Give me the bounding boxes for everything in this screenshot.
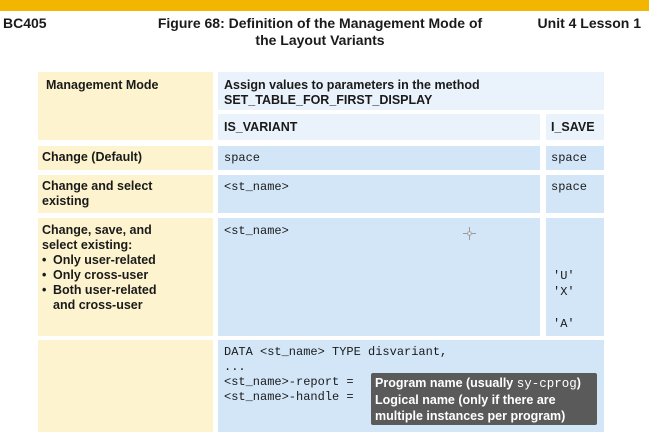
row-change-save-select-mode: Change, save, and select existing: Only … [38, 218, 213, 336]
row-change-default-mode: Change (Default) [38, 146, 213, 170]
figure-title: Figure 68: Definition of the Management … [157, 15, 483, 48]
callout-program-name-text: Program name (usually [375, 376, 517, 390]
code-line-handle: <st_name>-handle = [224, 390, 354, 404]
i-save-header-text: I_SAVE [551, 120, 595, 134]
course-code: BC405 [3, 15, 47, 31]
row-change-select-i-save-value: space [551, 180, 588, 194]
bottom-left-blank [38, 340, 213, 432]
row-change-select-is-variant: <st_name> [218, 175, 540, 213]
crosshair-cursor-icon [463, 227, 476, 240]
unit-lesson: Unit 4 Lesson 1 [537, 15, 641, 31]
row-change-save-select-label: Change, save, and select existing: [42, 223, 152, 252]
row-change-default-i-save-value: space [551, 151, 588, 165]
row-change-select-mode: Change and select existing [38, 175, 213, 213]
bullet-only-user-related: Only user-related [42, 253, 213, 268]
i-save-header: I_SAVE [546, 114, 604, 140]
row-change-select-label: Change and select existing [42, 179, 153, 208]
bullet-both-user-and-cross-user: Both user-related and cross-user [42, 283, 177, 313]
row-change-save-select-i-save: 'U' 'X' 'A' [546, 218, 604, 336]
i-save-value-x: 'X' [553, 285, 575, 299]
bullet-only-cross-user: Only cross-user [42, 268, 213, 283]
row-change-select-is-variant-value: <st_name> [224, 180, 289, 194]
callout-line-program-name: Program name (usually sy-cprog) [375, 375, 593, 392]
code-explanation-callout: Program name (usually sy-cprog) Logical … [371, 373, 597, 425]
callout-sy-cprog-code: sy-cprog [516, 377, 577, 391]
management-mode-header-text: Management Mode [46, 78, 159, 92]
is-variant-header-text: IS_VARIANT [224, 120, 298, 134]
row-change-default-label: Change (Default) [42, 150, 142, 164]
i-save-value-u: 'U' [553, 269, 575, 283]
callout-program-name-end: ) [576, 376, 581, 390]
row-change-default-is-variant: space [218, 146, 540, 170]
row-change-save-select-is-variant-value: <st_name> [224, 224, 289, 238]
row-change-save-select-is-variant: <st_name> [218, 218, 540, 336]
code-line-data: DATA <st_name> TYPE disvariant, [224, 345, 448, 359]
management-mode-header: Management Mode [38, 72, 213, 140]
top-accent-bar [0, 0, 649, 11]
management-mode-bullet-list: Only user-related Only cross-user Both u… [42, 253, 213, 313]
is-variant-header: IS_VARIANT [218, 114, 540, 140]
i-save-value-a: 'A' [553, 317, 575, 331]
row-change-default-is-variant-value: space [224, 151, 261, 165]
code-line-report: <st_name>-report = [224, 375, 354, 389]
code-line-ellipsis: ... [224, 360, 246, 374]
row-change-default-i-save: space [546, 146, 604, 170]
callout-logical-name-text: Logical name (only if there are multiple… [375, 393, 566, 423]
row-change-select-i-save: space [546, 175, 604, 213]
assign-values-header-text: Assign values to parameters in the metho… [224, 78, 480, 107]
assign-values-header: Assign values to parameters in the metho… [218, 72, 604, 110]
